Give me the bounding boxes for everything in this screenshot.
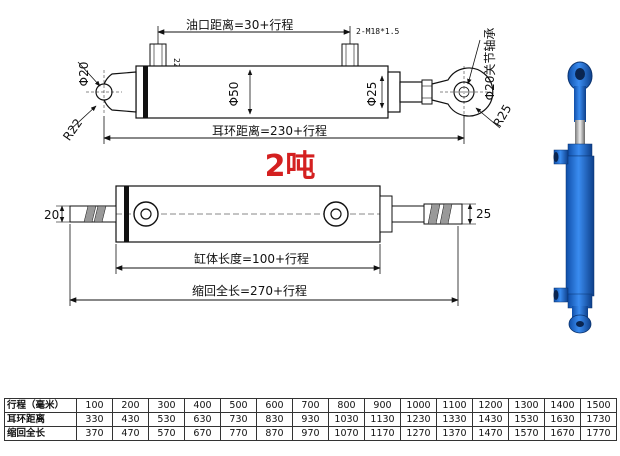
row-header: 耳环距离 — [4, 412, 77, 427]
table-cell: 870 — [256, 426, 293, 441]
table-cell: 1630 — [544, 412, 581, 427]
table-cell: 1170 — [364, 426, 401, 441]
table-cell: 100 — [76, 398, 113, 413]
table-cell: 630 — [184, 412, 221, 427]
table-cell: 470 — [112, 426, 149, 441]
table-cell: 730 — [220, 412, 257, 427]
row-header: 行程（毫米） — [4, 398, 77, 413]
side-view: 20 25 缸体长度=100+行程 缩回全长=270+行程 — [44, 185, 491, 306]
capacity-title: 2吨 — [265, 149, 316, 184]
table-cell: 600 — [256, 398, 293, 413]
technical-drawing: 油口距离=30+行程 2-M18*1.5 22 Φ50 Φ20 R22 Φ25 — [44, 17, 595, 334]
table-cell: 1130 — [364, 412, 401, 427]
table-cell: 400 — [184, 398, 221, 413]
table-cell: 1100 — [436, 398, 473, 413]
oil-port-left — [149, 43, 167, 67]
table-cell: 500 — [220, 398, 257, 413]
retracted-length-label: 缩回全长=270+行程 — [192, 283, 307, 298]
right-eye-width-label: 25 — [476, 207, 491, 221]
table-cell: 1470 — [472, 426, 509, 441]
table-cell: 1270 — [400, 426, 437, 441]
table-cell: 830 — [256, 412, 293, 427]
cylinder-photo — [553, 61, 595, 334]
port-spec-label: 2-M18*1.5 — [356, 27, 400, 36]
table-cell: 700 — [292, 398, 329, 413]
end-cap-line — [143, 66, 148, 118]
eye-distance-label: 耳环距离=230+行程 — [212, 123, 327, 138]
table-cell: 1330 — [436, 412, 473, 427]
table-cell: 200 — [112, 398, 149, 413]
piston-rod — [399, 81, 423, 103]
table-cell: 900 — [364, 398, 401, 413]
gland — [387, 71, 401, 113]
table-cell: 1500 — [580, 398, 617, 413]
oil-port-right — [341, 43, 359, 67]
table-cell: 1430 — [472, 412, 509, 427]
table-cell: 930 — [292, 412, 329, 427]
table-cell: 370 — [76, 426, 113, 441]
table-cell: 1570 — [508, 426, 545, 441]
table-cell: 1370 — [436, 426, 473, 441]
table-cell: 1530 — [508, 412, 545, 427]
right-pin-label: Φ20关节轴承 — [482, 28, 497, 101]
left-radius-label: R22 — [60, 116, 85, 143]
table-cell: 1070 — [328, 426, 365, 441]
right-radius-label: R25 — [490, 102, 514, 129]
cylinder-barrel — [135, 65, 389, 119]
table-cell: 1730 — [580, 412, 617, 427]
oil-port-distance-label: 油口距离=30+行程 — [186, 17, 293, 32]
bore-diameter-label: Φ50 — [227, 82, 241, 107]
table-cell: 970 — [292, 426, 329, 441]
row-header: 缩回全长 — [4, 426, 77, 441]
table-cell: 670 — [184, 426, 221, 441]
table-cell: 530 — [148, 412, 185, 427]
top-view: 油口距离=30+行程 2-M18*1.5 22 Φ50 Φ20 R22 Φ25 — [60, 17, 514, 144]
table-cell: 430 — [112, 412, 149, 427]
table-cell: 1300 — [508, 398, 545, 413]
table-cell: 1230 — [400, 412, 437, 427]
table-cell: 1000 — [400, 398, 437, 413]
lock-nut — [421, 79, 433, 105]
table-cell: 330 — [76, 412, 113, 427]
barrel-length-label: 缸体长度=100+行程 — [194, 251, 309, 266]
table-cell: 570 — [148, 426, 185, 441]
table-cell: 1770 — [580, 426, 617, 441]
table-cell: 800 — [328, 398, 365, 413]
table-cell: 770 — [220, 426, 257, 441]
rod-diameter-label: Φ25 — [365, 82, 379, 107]
table-cell: 300 — [148, 398, 185, 413]
table-cell: 1030 — [328, 412, 365, 427]
left-pin-diameter-label: Φ20 — [77, 62, 91, 87]
table-cell: 1400 — [544, 398, 581, 413]
left-eye-width-label: 20 — [44, 208, 59, 222]
port-height-label: 22 — [172, 58, 181, 68]
table-cell: 1670 — [544, 426, 581, 441]
table-cell: 1200 — [472, 398, 509, 413]
